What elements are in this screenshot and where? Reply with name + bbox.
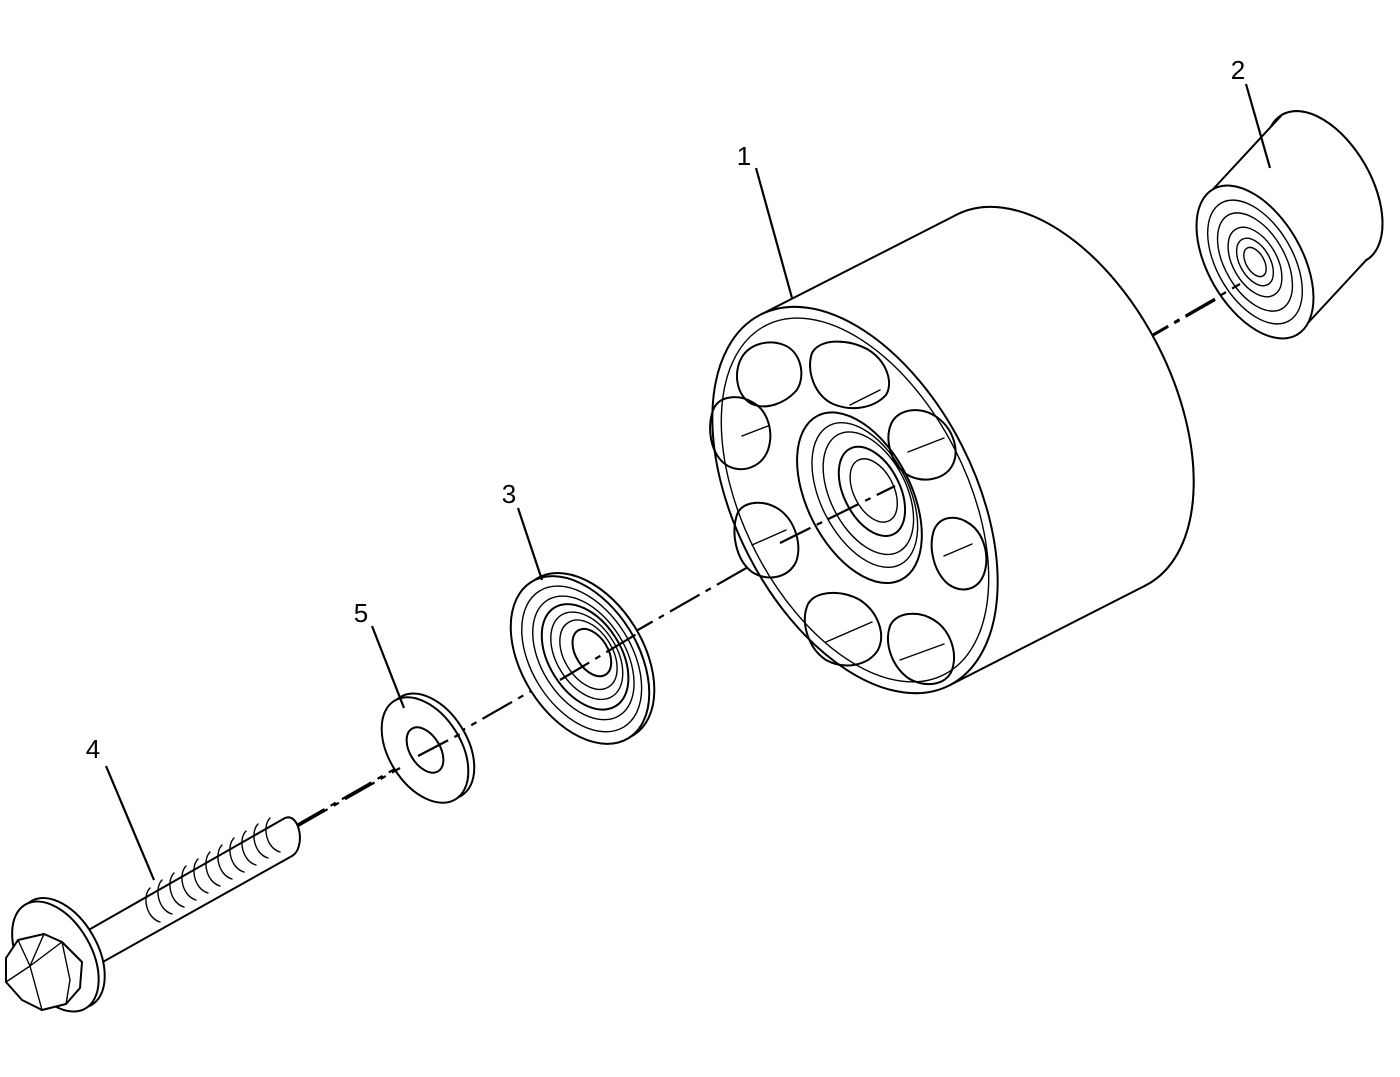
callout-labels: 1 2 3 4 5 (86, 55, 1245, 764)
leader-line-3 (516, 507, 544, 581)
leader-line-5 (370, 625, 406, 709)
part-3-bearing (509, 571, 656, 745)
callout-1: 1 (737, 141, 751, 171)
leader-line-1 (754, 167, 794, 299)
callout-5: 5 (354, 598, 368, 628)
leader-line-2 (1244, 83, 1272, 169)
part-4-flange-bolt (5, 816, 301, 1013)
leader-lines (104, 83, 1272, 881)
part-2-bushing (1195, 110, 1384, 340)
leader-line-4 (104, 765, 156, 881)
callout-3: 3 (502, 479, 516, 509)
callout-4: 4 (86, 734, 100, 764)
part-5-washer (380, 692, 476, 804)
callout-2: 2 (1231, 55, 1245, 85)
part-1-pulley (709, 205, 1195, 695)
